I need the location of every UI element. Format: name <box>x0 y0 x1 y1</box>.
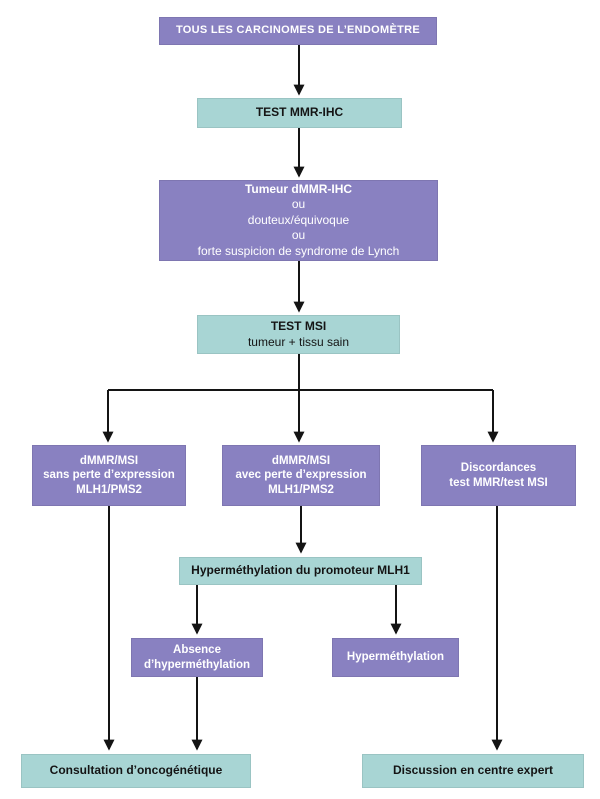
node-line: MLH1/PMS2 <box>76 483 142 496</box>
node-line: Discordances <box>460 462 537 474</box>
node-dmmr-msi-sans-perte: dMMR/MSI sans perte d’expression MLH1/PM… <box>32 445 186 506</box>
node-tumeur-dmmr-ihc: Tumeur dMMR-IHC ou douteux/équivoque ou … <box>159 180 438 261</box>
node-discussion-centre-expert: Discussion en centre expert <box>362 754 584 788</box>
node-line: d’hyperméthylation <box>143 658 251 671</box>
node-discordances: Discordances test MMR/test MSI <box>421 445 576 506</box>
node-line: douteux/équivoque <box>247 212 350 227</box>
node-label: Hyperméthylation du promoteur MLH1 <box>191 563 410 578</box>
node-line: MLH1/PMS2 <box>268 483 334 496</box>
node-line: forte suspicion de syndrome de Lynch <box>197 243 400 258</box>
node-label: TEST MMR-IHC <box>255 105 344 120</box>
node-label: Consultation d’oncogénétique <box>49 763 223 778</box>
node-label: Hyperméthylation <box>346 651 445 664</box>
node-title: TEST MSI <box>270 319 327 333</box>
node-tous-les-carcinomes: TOUS LES CARCINOMES DE L’ENDOMÈTRE <box>159 17 437 45</box>
node-hypermethylation-promoteur: Hyperméthylation du promoteur MLH1 <box>179 557 422 585</box>
node-label: Discussion en centre expert <box>392 763 554 778</box>
node-label: TOUS LES CARCINOMES DE L’ENDOMÈTRE <box>175 24 421 37</box>
node-line: ou <box>291 228 306 243</box>
node-line: dMMR/MSI <box>79 454 139 467</box>
node-line: avec perte d’expression <box>235 469 367 482</box>
node-line: Tumeur dMMR-IHC <box>244 181 353 196</box>
node-dmmr-msi-avec-perte: dMMR/MSI avec perte d’expression MLH1/PM… <box>222 445 380 506</box>
node-line: sans perte d’expression <box>43 469 175 482</box>
node-test-mmr-ihc: TEST MMR-IHC <box>197 98 402 128</box>
node-line: Absence <box>173 644 221 656</box>
node-line: ou <box>291 197 306 212</box>
node-line: dMMR/MSI <box>271 454 331 467</box>
node-hypermethylation: Hyperméthylation <box>332 638 459 677</box>
node-absence-hypermethylation: Absence d’hyperméthylation <box>131 638 263 677</box>
node-consultation-oncogenetique: Consultation d’oncogénétique <box>21 754 251 788</box>
node-line: test MMR/test MSI <box>449 476 548 489</box>
node-test-msi: TEST MSI tumeur + tissu sain <box>197 315 400 354</box>
node-subtitle: tumeur + tissu sain <box>247 334 350 349</box>
